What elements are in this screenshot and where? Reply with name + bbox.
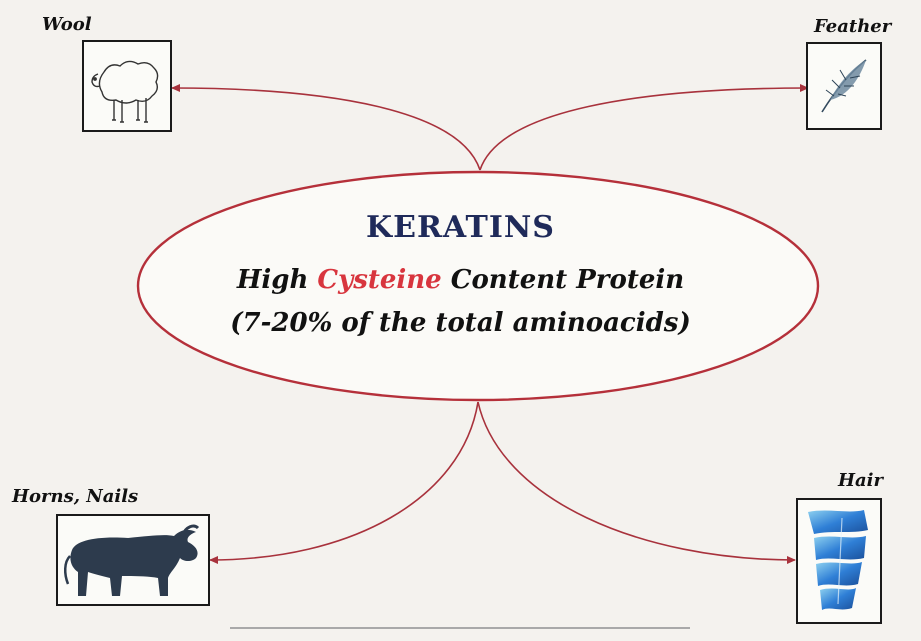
horns-nails-label: Horns, Nails bbox=[12, 486, 139, 507]
keratins-subtitle-line1: High Cysteine Content Protein bbox=[0, 265, 921, 295]
feather-image bbox=[806, 42, 882, 130]
arrow-to-wool bbox=[171, 84, 481, 171]
keratins-subtitle-line2: (7-20% of the total aminoacids) bbox=[230, 308, 691, 338]
keratins-title: KERATINS bbox=[366, 210, 555, 245]
hair-fiber-icon bbox=[808, 510, 868, 610]
cysteine-text: Cysteine bbox=[317, 265, 442, 295]
subtitle-suffix: Content Protein bbox=[441, 265, 685, 295]
subtitle-prefix: High bbox=[236, 265, 318, 295]
hair-image bbox=[796, 498, 882, 624]
hair-label: Hair bbox=[838, 470, 883, 491]
arrow-to-feather bbox=[479, 84, 809, 171]
horns-nails-image bbox=[56, 514, 210, 606]
sheep-icon bbox=[91, 60, 159, 123]
feather-label: Feather bbox=[814, 16, 892, 37]
wool-label: Wool bbox=[42, 14, 92, 35]
feather-icon bbox=[821, 59, 867, 113]
arrow-to-hair bbox=[477, 401, 796, 564]
bull-icon bbox=[64, 524, 200, 596]
keratins-ellipse bbox=[136, 170, 820, 402]
arrow-to-horns-nails bbox=[209, 401, 479, 564]
wool-image bbox=[82, 40, 172, 132]
